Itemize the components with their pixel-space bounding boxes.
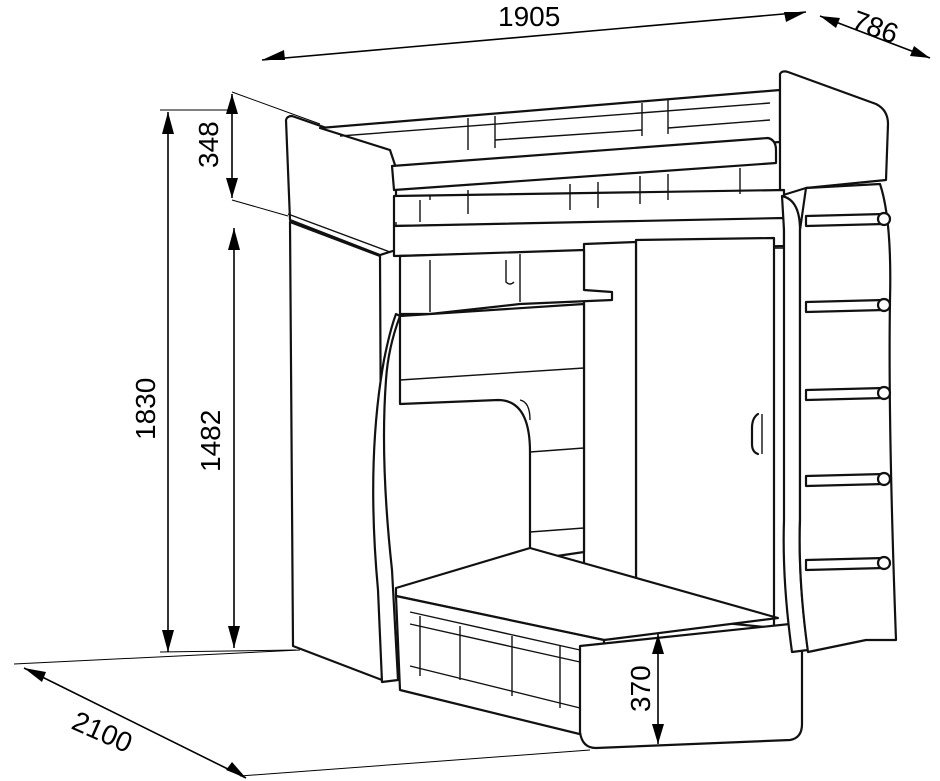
dimension-depth: 786 — [819, 5, 931, 59]
desk-back-panel — [398, 302, 586, 562]
dimension-total-height: 1830 — [130, 109, 232, 652]
dimension-width: 1905 — [261, 1, 807, 61]
dimension-bottom-height: 1482 — [195, 228, 240, 648]
wardrobe-door-right — [634, 236, 776, 630]
lower-bed-front-board — [578, 622, 804, 750]
lower-bed-curved-side — [372, 312, 402, 684]
ladder-rungs — [804, 211, 892, 572]
door-handle — [750, 412, 760, 456]
left-lower-panel — [288, 220, 384, 682]
bottom-height-label: 1482 — [195, 410, 226, 472]
dimension-step: 370 — [625, 634, 664, 744]
lower-bed-mattress — [394, 546, 780, 642]
dimension-length: 2100 — [23, 667, 247, 779]
width-label: 1905 — [498, 1, 560, 32]
top-side-label: 348 — [193, 121, 224, 168]
depth-label: 786 — [848, 5, 903, 50]
length-label: 2100 — [68, 705, 138, 759]
right-end-board-top — [778, 70, 890, 198]
total-height-label: 1830 — [130, 378, 161, 440]
dimension-top-side: 348 — [193, 91, 321, 217]
front-guard-rail — [390, 136, 778, 192]
step-label: 370 — [625, 665, 656, 712]
ladder-right-board — [798, 182, 898, 654]
